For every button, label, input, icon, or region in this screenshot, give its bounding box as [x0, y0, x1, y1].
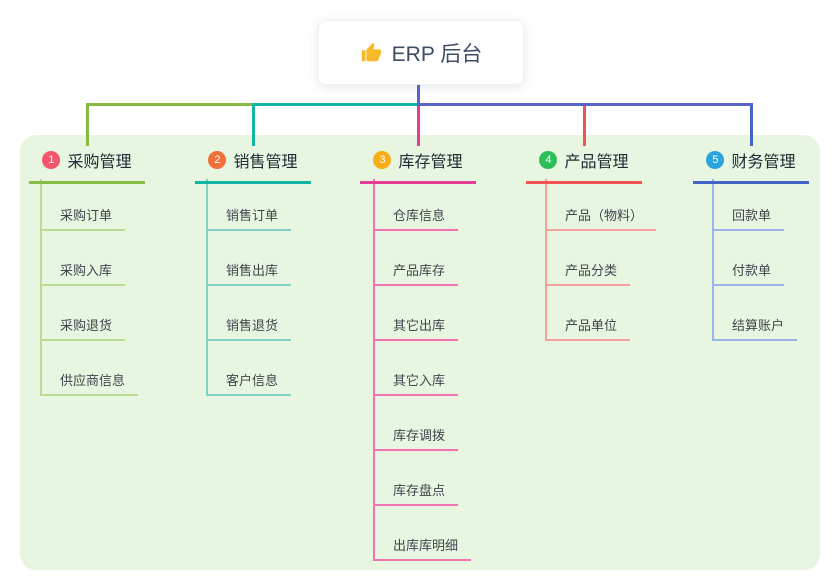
child-item[interactable]: 其它入库 [373, 368, 459, 396]
connector-rail-segment [417, 103, 753, 106]
child-item[interactable]: 付款单 [712, 258, 785, 286]
branch-drop-line [750, 106, 753, 146]
child-item[interactable]: 采购入库 [40, 258, 126, 286]
root-connector-line [417, 83, 420, 104]
connector-rail-segment [86, 103, 255, 106]
branch-trunk-line [545, 179, 547, 341]
branch-header-label: 库存管理 [398, 154, 463, 171]
child-item[interactable]: 结算账户 [712, 313, 798, 341]
branch-trunk-line [206, 179, 208, 396]
branch-header-1[interactable]: 1 采购管理 [29, 148, 145, 184]
child-item[interactable]: 出库库明细 [373, 533, 472, 561]
branch-badge: 2 [208, 151, 227, 169]
child-item[interactable]: 产品分类 [545, 258, 631, 286]
branch-badge: 1 [42, 151, 61, 169]
connector-rail-segment [252, 103, 420, 106]
branch-trunk-line [373, 179, 375, 561]
child-item[interactable]: 销售退货 [206, 313, 292, 341]
child-item[interactable]: 采购退货 [40, 313, 126, 341]
root-node[interactable]: ERP 后台 [318, 20, 524, 85]
branch-header-4[interactable]: 4 产品管理 [526, 148, 642, 184]
branch-trunk-line [712, 179, 714, 341]
branch-drop-line [583, 106, 586, 146]
branch-drop-line [417, 106, 420, 146]
child-item[interactable]: 客户信息 [206, 368, 292, 396]
branch-drop-line [86, 106, 89, 146]
thumbs-up-icon [361, 42, 381, 61]
child-item[interactable]: 库存调拨 [373, 423, 459, 451]
branch-badge: 4 [539, 151, 558, 169]
branch-header-label: 销售管理 [233, 154, 298, 171]
child-item[interactable]: 产品（物料） [545, 203, 657, 231]
child-item[interactable]: 供应商信息 [40, 368, 139, 396]
branch-header-5[interactable]: 5 财务管理 [693, 148, 809, 184]
child-item[interactable]: 产品库存 [373, 258, 459, 286]
branch-header-3[interactable]: 3 库存管理 [360, 148, 476, 184]
branch-header-2[interactable]: 2 销售管理 [195, 148, 311, 184]
child-item[interactable]: 回款单 [712, 203, 785, 231]
branch-header-label: 财务管理 [731, 154, 796, 171]
root-node-label: ERP 后台 [391, 42, 483, 66]
branch-badge: 5 [706, 151, 725, 169]
branch-drop-line [252, 106, 255, 146]
child-item[interactable]: 销售订单 [206, 203, 292, 231]
child-item[interactable]: 仓库信息 [373, 203, 459, 231]
child-item[interactable]: 销售出库 [206, 258, 292, 286]
child-item[interactable]: 库存盘点 [373, 478, 459, 506]
branch-header-label: 产品管理 [564, 154, 629, 171]
branch-badge: 3 [373, 151, 392, 169]
child-item[interactable]: 采购订单 [40, 203, 126, 231]
branch-panel-background [20, 135, 820, 570]
child-item[interactable]: 产品单位 [545, 313, 631, 341]
branch-header-label: 采购管理 [67, 154, 132, 171]
branch-trunk-line [40, 179, 42, 396]
child-item[interactable]: 其它出库 [373, 313, 459, 341]
